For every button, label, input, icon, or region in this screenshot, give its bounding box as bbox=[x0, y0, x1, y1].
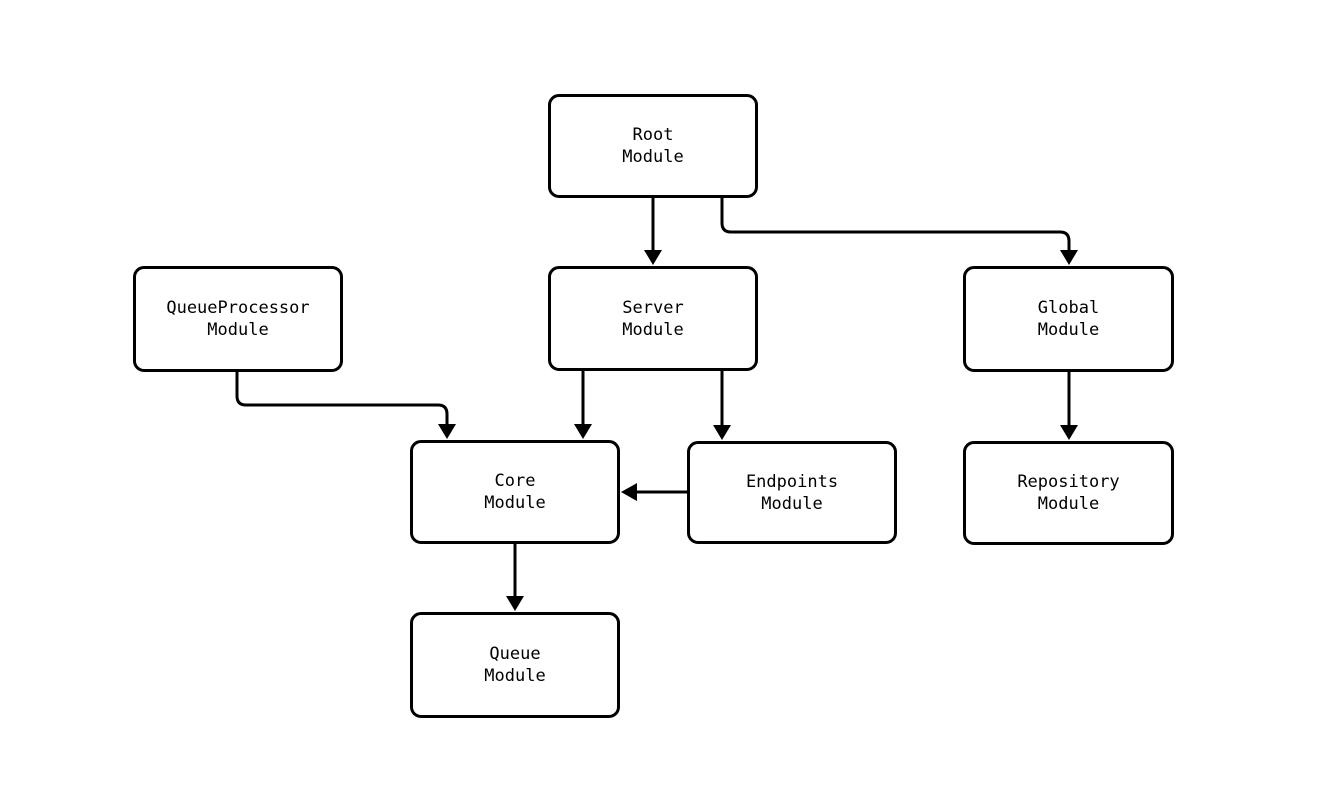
node-repository-module[interactable]: Repository Module bbox=[963, 441, 1174, 545]
edge-server-to-core bbox=[574, 371, 592, 439]
edge-root-to-global bbox=[720, 198, 1078, 265]
node-core-module-line1: Core bbox=[494, 471, 536, 491]
node-queueprocessor-module-line2: Module bbox=[207, 320, 269, 340]
edge-server-to-endpoints bbox=[713, 371, 731, 440]
node-endpoints-module-line1: Endpoints bbox=[745, 471, 839, 492]
node-repository-module-line1: Repository bbox=[1017, 472, 1120, 492]
edge-global-to-repository bbox=[1060, 372, 1078, 440]
node-global-module[interactable]: Global Module bbox=[963, 266, 1174, 372]
node-endpoints-module-line2: Module bbox=[761, 493, 823, 514]
node-root-module-line1: Root bbox=[632, 125, 674, 145]
node-queue-module-line2: Module bbox=[484, 666, 546, 686]
node-global-module-line2: Module bbox=[1037, 320, 1100, 340]
node-global-module-line1: Global bbox=[1037, 298, 1100, 318]
node-core-module-line2: Module bbox=[484, 493, 546, 513]
edge-endpoints-to-core bbox=[621, 483, 687, 501]
node-server-module-line2: Module bbox=[622, 319, 684, 340]
node-root-module[interactable]: Root Module bbox=[548, 94, 758, 198]
node-queue-module[interactable]: Queue Module bbox=[410, 612, 620, 718]
node-repository-module-line2: Module bbox=[1037, 494, 1100, 514]
node-server-module[interactable]: Server Module bbox=[548, 266, 758, 371]
node-core-module[interactable]: Core Module bbox=[410, 440, 620, 544]
edge-root-to-server bbox=[644, 198, 662, 265]
node-queue-module-line1: Queue bbox=[489, 644, 541, 664]
node-queueprocessor-module[interactable]: QueueProcessor Module bbox=[133, 266, 343, 372]
node-server-module-line1: Server bbox=[622, 297, 684, 318]
node-root-module-line2: Module bbox=[622, 147, 684, 167]
edge-queueprocessor-to-core bbox=[235, 372, 456, 439]
node-endpoints-module[interactable]: Endpoints Module bbox=[687, 441, 897, 544]
node-queueprocessor-module-line1: QueueProcessor bbox=[166, 298, 310, 318]
edge-core-to-queue bbox=[506, 544, 524, 611]
